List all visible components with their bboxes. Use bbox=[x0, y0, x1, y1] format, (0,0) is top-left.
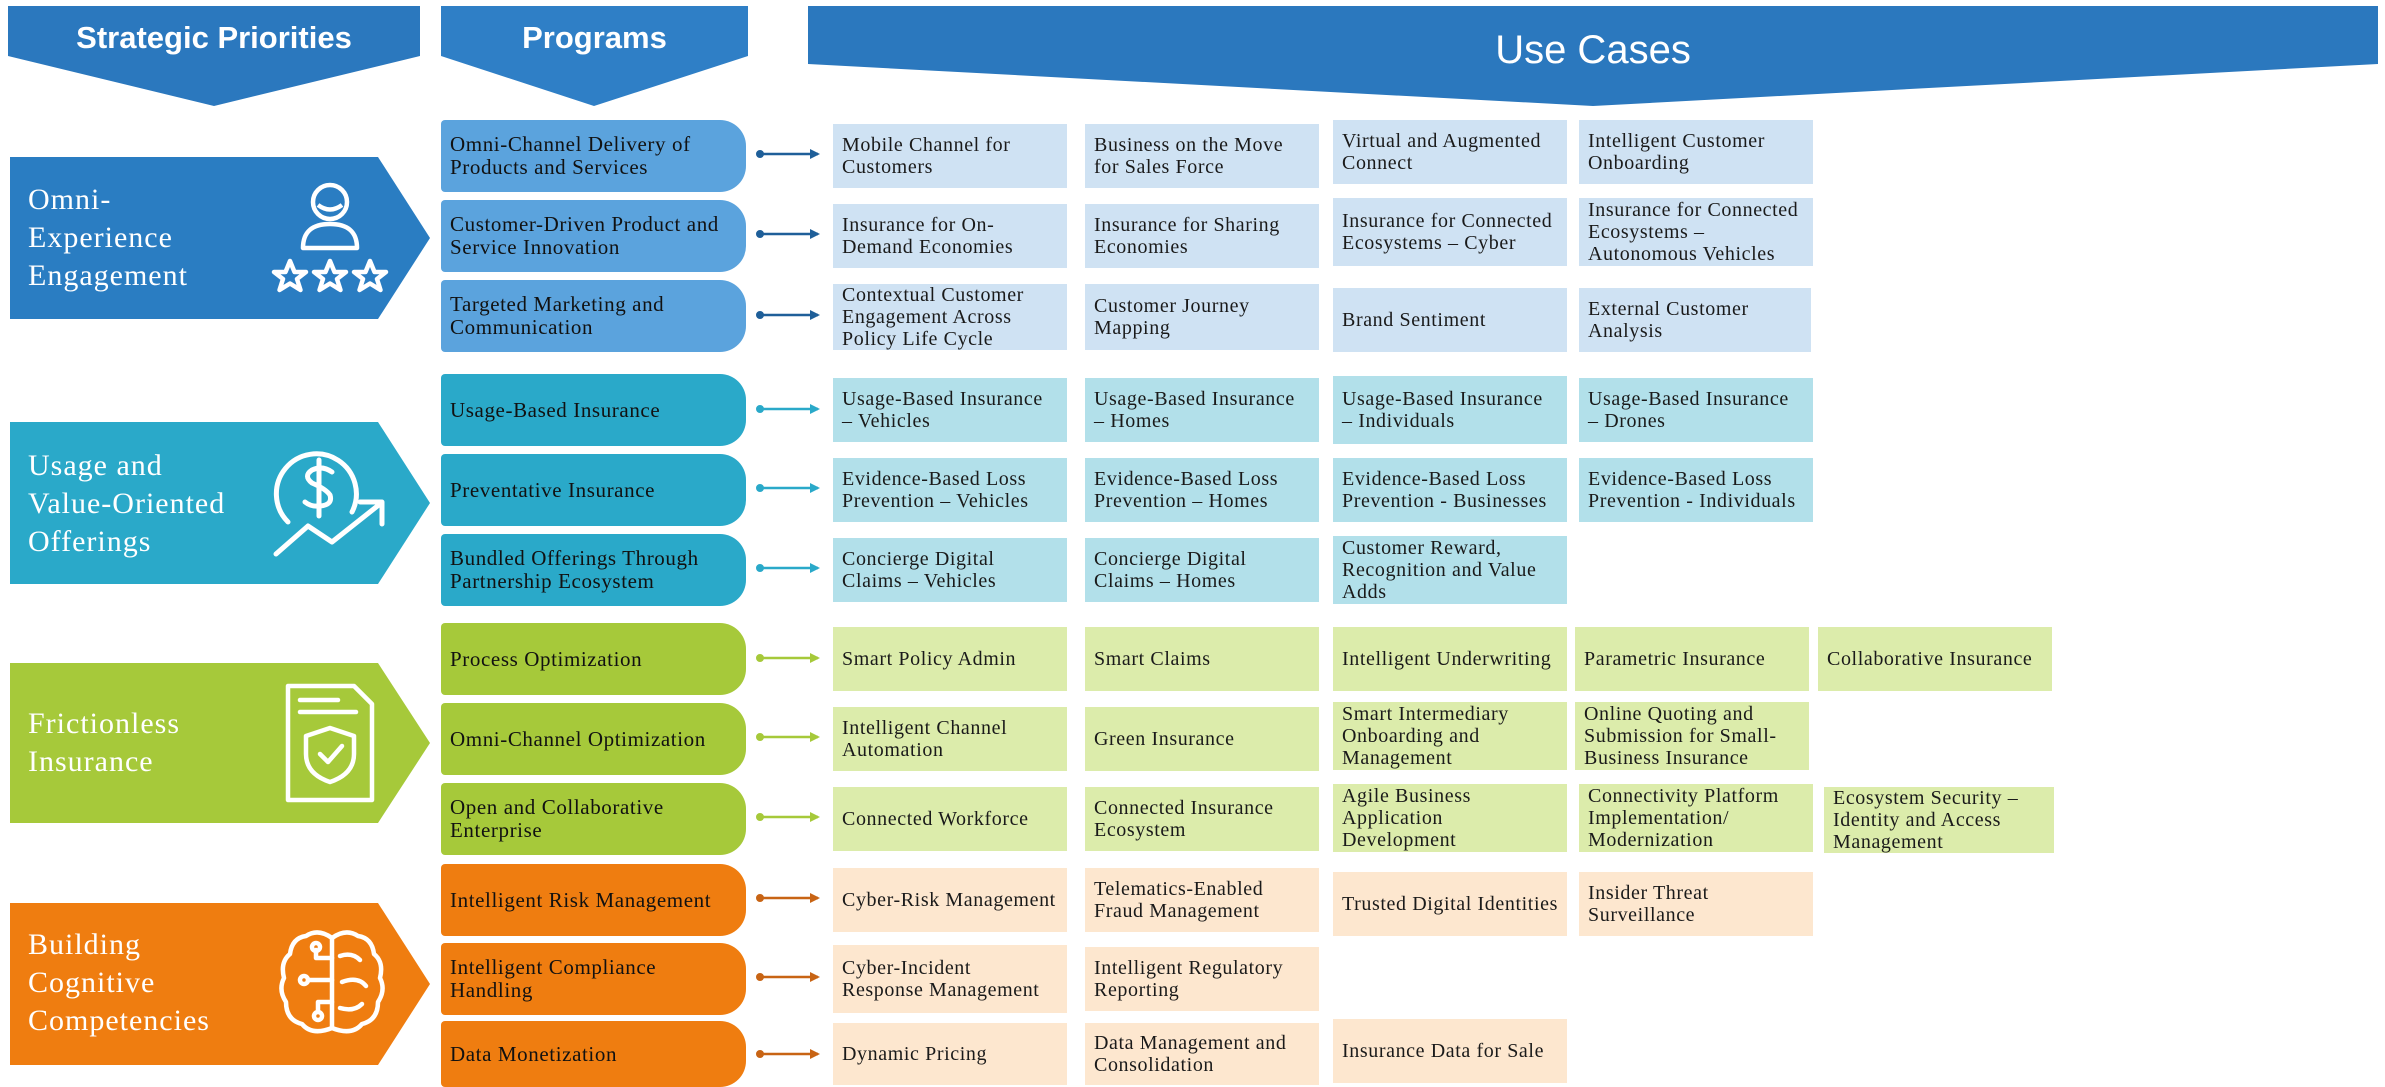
use-case: Smart Intermediary Onboarding and Manage… bbox=[1333, 702, 1567, 770]
use-case: Connected Insurance Ecosystem bbox=[1085, 787, 1319, 851]
program-omni-channel-delivery: Omni-Channel Delivery of Products and Se… bbox=[441, 120, 746, 192]
use-case: Usage-Based Insurance – Homes bbox=[1085, 378, 1319, 442]
use-case: Telematics-Enabled Fraud Management bbox=[1085, 868, 1319, 932]
program-intelligent-compliance: Intelligent Compliance Handling bbox=[441, 943, 746, 1015]
program-label: Customer-Driven Product and Service Inno… bbox=[450, 212, 719, 259]
use-case: Collaborative Insurance bbox=[1818, 627, 2052, 691]
use-case: Cyber-Incident Response Management bbox=[833, 945, 1067, 1013]
program-customer-driven-innovation: Customer-Driven Product and Service Inno… bbox=[441, 200, 746, 272]
priority-chevron-usage-value bbox=[10, 422, 430, 584]
use-case: Mobile Channel for Customers bbox=[833, 124, 1067, 188]
priority-label-cognitive: Building Cognitive Competencies bbox=[28, 928, 210, 1037]
use-case: Insurance for Sharing Economies bbox=[1085, 204, 1319, 268]
use-case: Business on the Move for Sales Force bbox=[1085, 124, 1319, 188]
use-case: Usage-Based Insurance – Drones bbox=[1579, 378, 1813, 442]
use-case: Cyber-Risk Management bbox=[833, 868, 1067, 932]
program-bundled-offerings: Bundled Offerings Through Partnership Ec… bbox=[441, 534, 746, 606]
program-label: Bundled Offerings Through Partnership Ec… bbox=[450, 546, 699, 593]
use-case: Insurance for Connected Ecosystems – Cyb… bbox=[1333, 198, 1567, 266]
use-case: Insider Threat Surveillance bbox=[1579, 872, 1813, 936]
use-case: Insurance for Connected Ecosystems – Aut… bbox=[1579, 198, 1813, 266]
programs-banner bbox=[441, 6, 748, 106]
program-usage-based-insurance: Usage-Based Insurance bbox=[441, 374, 746, 446]
program-omni-channel-optimization: Omni-Channel Optimization bbox=[441, 703, 746, 775]
use-case: Agile Business Application Development bbox=[1333, 784, 1567, 852]
program-open-collaborative-enterprise: Open and Collaborative Enterprise bbox=[441, 783, 746, 855]
use-case: Virtual and Augmented Connect bbox=[1333, 120, 1567, 184]
use-case: Data Management and Consolidation bbox=[1085, 1023, 1319, 1085]
priority-label-frictionless: Frictionless Insurance bbox=[28, 707, 180, 778]
use-case: Intelligent Channel Automation bbox=[833, 707, 1067, 771]
use-case: Concierge Digital Claims – Homes bbox=[1085, 538, 1319, 602]
use-case: Parametric Insurance bbox=[1575, 627, 1809, 691]
use-case: Customer Reward, Recognition and Value A… bbox=[1333, 536, 1567, 604]
use-case: Trusted Digital Identities bbox=[1333, 872, 1567, 936]
use-case: Insurance for On-Demand Economies bbox=[833, 204, 1067, 268]
use-case: Ecosystem Security – Identity and Access… bbox=[1824, 787, 2054, 853]
program-label: Data Monetization bbox=[450, 1041, 618, 1066]
program-label: Targeted Marketing and Communication bbox=[450, 292, 665, 339]
use-case: Green Insurance bbox=[1085, 707, 1319, 771]
program-label: Preventative Insurance bbox=[450, 477, 656, 502]
use-case: Insurance Data for Sale bbox=[1333, 1019, 1567, 1083]
use-case: External Customer Analysis bbox=[1579, 288, 1811, 352]
use-cases-banner bbox=[808, 6, 2378, 106]
use-case: Concierge Digital Claims – Vehicles bbox=[833, 538, 1067, 602]
use-case: Connectivity Platform Implementation/ Mo… bbox=[1579, 784, 1813, 852]
program-label: Omni-Channel Delivery of Products and Se… bbox=[450, 132, 691, 179]
program-intelligent-risk-management: Intelligent Risk Management bbox=[441, 864, 746, 936]
brain-circuit-icon bbox=[279, 930, 385, 1034]
use-case: Online Quoting and Submission for Small-… bbox=[1575, 702, 1809, 770]
use-case: Connected Workforce bbox=[833, 787, 1067, 851]
use-case: Evidence-Based Loss Prevention - Busines… bbox=[1333, 458, 1567, 522]
program-targeted-marketing: Targeted Marketing and Communication bbox=[441, 280, 746, 352]
program-label: Intelligent Compliance Handling bbox=[450, 955, 657, 1002]
use-case: Smart Policy Admin bbox=[833, 627, 1067, 691]
program-label: Open and Collaborative Enterprise bbox=[450, 795, 664, 842]
use-case: Smart Claims bbox=[1085, 627, 1319, 691]
priority-label-usage-value: Usage and Value-Oriented Offerings bbox=[28, 449, 226, 558]
use-case: Intelligent Customer Onboarding bbox=[1579, 120, 1813, 184]
priority-chevron-frictionless bbox=[10, 663, 430, 823]
priority-label-omni-experience: Omni- Experience Engagement bbox=[28, 183, 188, 292]
strategic-priorities-banner bbox=[8, 6, 420, 106]
connector-arrows bbox=[756, 149, 820, 1059]
use-case: Intelligent Regulatory Reporting bbox=[1085, 947, 1319, 1011]
program-data-monetization: Data Monetization bbox=[441, 1021, 746, 1087]
use-case: Usage-Based Insurance – Individuals bbox=[1333, 376, 1567, 444]
use-cases-header: Use Cases bbox=[1495, 28, 1691, 72]
programs-header: Programs bbox=[522, 20, 667, 55]
use-case: Customer Journey Mapping bbox=[1085, 284, 1319, 350]
use-case: Evidence-Based Loss Prevention – Homes bbox=[1085, 458, 1319, 522]
dollar-growth-icon bbox=[273, 451, 385, 557]
user-with-stars-icon bbox=[271, 182, 389, 293]
use-case: Evidence-Based Loss Prevention – Vehicle… bbox=[833, 458, 1067, 522]
use-case: Dynamic Pricing bbox=[833, 1023, 1067, 1085]
program-process-optimization: Process Optimization bbox=[441, 623, 746, 695]
program-label: Intelligent Risk Management bbox=[450, 887, 712, 912]
program-label: Omni-Channel Optimization bbox=[450, 726, 706, 751]
program-label: Usage-Based Insurance bbox=[450, 397, 661, 422]
use-case: Evidence-Based Loss Prevention - Individ… bbox=[1579, 458, 1813, 522]
shield-document-icon bbox=[285, 683, 375, 803]
use-case: Contextual Customer Engagement Across Po… bbox=[833, 284, 1067, 350]
priority-chevron-cognitive bbox=[10, 903, 430, 1065]
use-case: Intelligent Underwriting bbox=[1333, 627, 1567, 691]
use-case: Usage-Based Insurance – Vehicles bbox=[833, 378, 1067, 442]
program-label: Process Optimization bbox=[450, 646, 643, 671]
strategic-priorities-header: Strategic Priorities bbox=[76, 20, 352, 55]
use-case: Brand Sentiment bbox=[1333, 288, 1567, 352]
program-preventative-insurance: Preventative Insurance bbox=[441, 454, 746, 526]
